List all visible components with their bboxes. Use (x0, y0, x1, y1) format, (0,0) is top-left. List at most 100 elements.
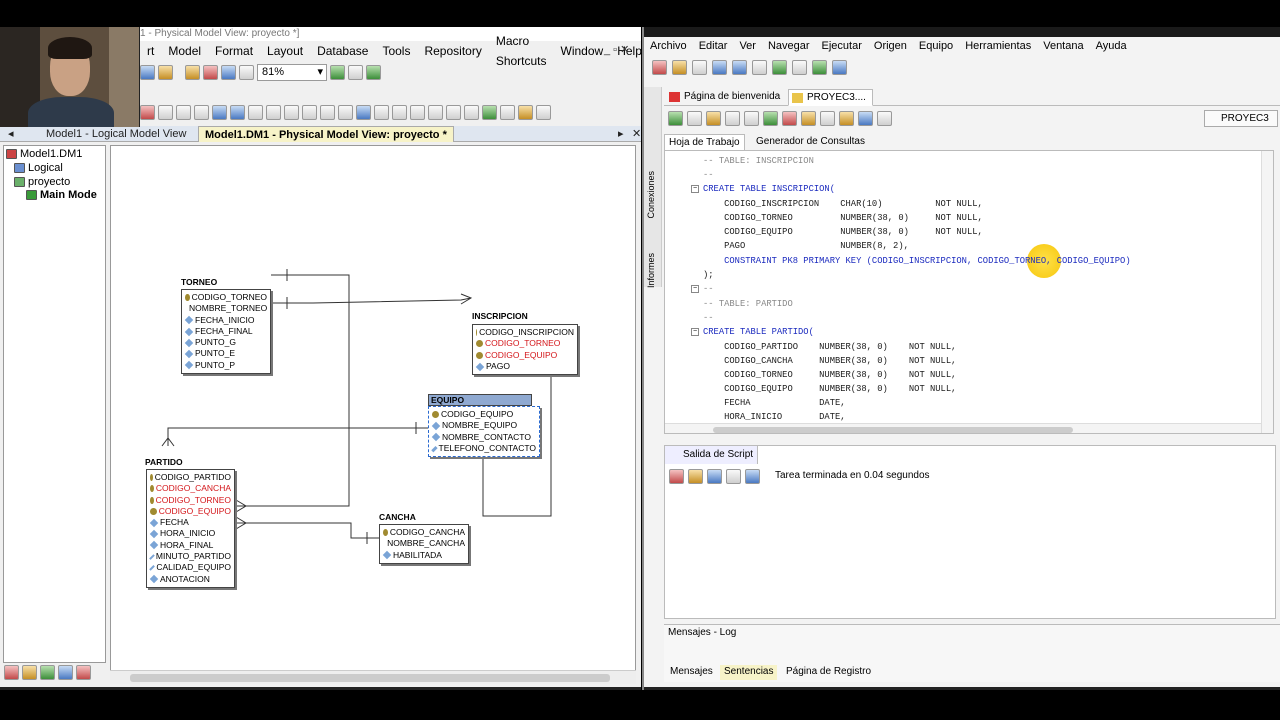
fold-toggle[interactable]: − (691, 328, 699, 336)
submodel-icon[interactable] (58, 665, 73, 680)
zoom-dropdown[interactable]: 81% (257, 63, 327, 81)
tab-pagina-registro[interactable]: Página de Registro (786, 666, 872, 677)
search-icon[interactable] (348, 64, 363, 80)
pin-icon[interactable] (669, 468, 684, 484)
pointer-icon[interactable] (194, 104, 209, 120)
table-icon[interactable] (212, 104, 227, 120)
menu-origen[interactable]: Origen (873, 40, 907, 52)
tab-informes[interactable]: Informes (646, 253, 656, 289)
menu-tools[interactable]: Tools (382, 44, 411, 58)
delete-icon[interactable] (176, 104, 191, 120)
close-icon[interactable]: ✕ (632, 128, 641, 140)
menu-equipo[interactable]: Equipo (918, 40, 954, 52)
fold-toggle[interactable]: − (691, 285, 699, 293)
menu-help[interactable]: Help (617, 44, 641, 58)
clear-icon[interactable] (782, 110, 797, 126)
menu-format[interactable]: Format (215, 44, 254, 58)
save-icon[interactable] (707, 468, 722, 484)
auto-layout-icon[interactable] (366, 64, 381, 80)
note-icon[interactable] (500, 104, 515, 120)
commit-icon[interactable] (706, 110, 721, 126)
model-icon[interactable] (4, 665, 19, 680)
box-icon[interactable] (248, 104, 263, 120)
arrow-icon[interactable] (374, 104, 389, 120)
back-icon[interactable] (772, 59, 787, 75)
diagram-canvas[interactable]: TORNEO CODIGO_TORNEO NOMBRE_TORNEO FECHA… (110, 145, 636, 671)
tab-worksheet[interactable]: PROYEC3.... (788, 89, 873, 106)
relation-icon[interactable] (266, 104, 281, 120)
tree-item-logical[interactable]: Logical (14, 162, 63, 174)
globe-icon[interactable] (330, 64, 345, 80)
menu-herramientas[interactable]: Herramientas (965, 40, 1032, 52)
entity-inscripcion[interactable]: CODIGO_INSCRIPCION CODIGO_TORNEO CODIGO_… (472, 324, 578, 376)
scroll-thumb[interactable] (130, 674, 610, 682)
arrow-right-icon[interactable]: ▸ (618, 128, 624, 140)
view-icon[interactable] (230, 104, 245, 120)
paste-icon[interactable] (158, 104, 173, 120)
run-icon[interactable] (668, 110, 683, 126)
menu-repository[interactable]: Repository (424, 44, 482, 58)
tree-item-proyecto[interactable]: proyecto (14, 176, 70, 188)
menu-database[interactable]: Database (317, 44, 369, 58)
db-icon[interactable] (22, 665, 37, 680)
run-script-icon[interactable] (687, 110, 702, 126)
package-icon[interactable] (518, 104, 533, 120)
share-icon[interactable] (536, 104, 551, 120)
scroll-thumb[interactable] (713, 427, 1073, 433)
menu-file[interactable]: rt (147, 44, 155, 58)
tab-conexiones[interactable]: Conexiones (646, 171, 656, 219)
domain-icon[interactable] (76, 665, 91, 680)
history-icon[interactable] (801, 110, 816, 126)
relation-identifying-icon[interactable] (284, 104, 299, 120)
tab-logical-model[interactable]: Model1 - Logical Model View (46, 128, 187, 140)
eraser-icon[interactable] (839, 110, 854, 126)
entity-partido[interactable]: CODIGO_PARTIDO CODIGO_CANCHA CODIGO_TORN… (146, 469, 235, 588)
horizontal-scrollbar[interactable] (110, 670, 636, 684)
tab-hoja-de-trabajo[interactable]: Hoja de Trabajo (664, 134, 745, 150)
editor-vertical-scrollbar[interactable] (1261, 151, 1273, 433)
fold-toggle[interactable]: − (691, 185, 699, 193)
export-icon[interactable] (745, 468, 760, 484)
procedure-icon[interactable] (356, 104, 371, 120)
menu-model[interactable]: Model (168, 44, 202, 58)
tab-salida-script[interactable]: Salida de Script (665, 446, 759, 464)
tree-item-main-model[interactable]: Main Mode (26, 189, 97, 201)
relation-many-icon[interactable] (320, 104, 335, 120)
menu-ventana[interactable]: Ventana (1043, 40, 1084, 52)
relation-optional-icon[interactable] (338, 104, 353, 120)
tree-item-model[interactable]: Model1.DM1 (6, 148, 82, 160)
menu-ver[interactable]: Ver (739, 40, 756, 52)
migrate-icon[interactable] (812, 59, 827, 75)
autotrace-icon[interactable] (763, 110, 778, 126)
align-icon[interactable] (464, 104, 479, 120)
print-icon[interactable] (726, 468, 741, 484)
tab-generador-consultas[interactable]: Generador de Consultas (756, 136, 865, 147)
sql-editor[interactable]: -- TABLE: INSCRIPCION -- − CREATE TABLE … (664, 150, 1274, 434)
connection-dropdown[interactable]: PROYEC3 (1204, 110, 1278, 127)
tab-mensajes[interactable]: Mensajes (670, 666, 713, 677)
save-icon[interactable] (692, 59, 707, 75)
case-icon[interactable] (877, 110, 892, 126)
print-icon[interactable] (185, 64, 200, 80)
rollback-icon[interactable] (725, 110, 740, 126)
menu-macro-shortcuts[interactable]: Macro Shortcuts (495, 34, 547, 68)
save-all-icon[interactable] (712, 59, 727, 75)
new-icon[interactable] (652, 59, 667, 75)
tab-sentencias[interactable]: Sentencias (720, 665, 778, 680)
format-icon[interactable] (820, 110, 835, 126)
copy-icon[interactable] (140, 64, 155, 80)
menu-window[interactable]: Window (560, 44, 604, 58)
redo-icon[interactable] (752, 59, 767, 75)
undo-icon[interactable] (732, 59, 747, 75)
domain-icon[interactable] (392, 104, 407, 120)
pdf-icon[interactable] (203, 64, 218, 80)
tab-welcome[interactable]: Página de bienvenida (666, 89, 786, 106)
tab-physical-model[interactable]: Model1.DM1 - Physical Model View: proyec… (198, 126, 454, 142)
cut-icon[interactable] (140, 104, 155, 120)
entity-torneo[interactable]: CODIGO_TORNEO NOMBRE_TORNEO FECHA_INICIO… (181, 289, 271, 375)
undo-icon[interactable] (428, 104, 443, 120)
monitor-icon[interactable] (832, 59, 847, 75)
redo-icon[interactable] (446, 104, 461, 120)
clear-icon[interactable] (688, 468, 703, 484)
relation-non-identifying-icon[interactable] (302, 104, 317, 120)
